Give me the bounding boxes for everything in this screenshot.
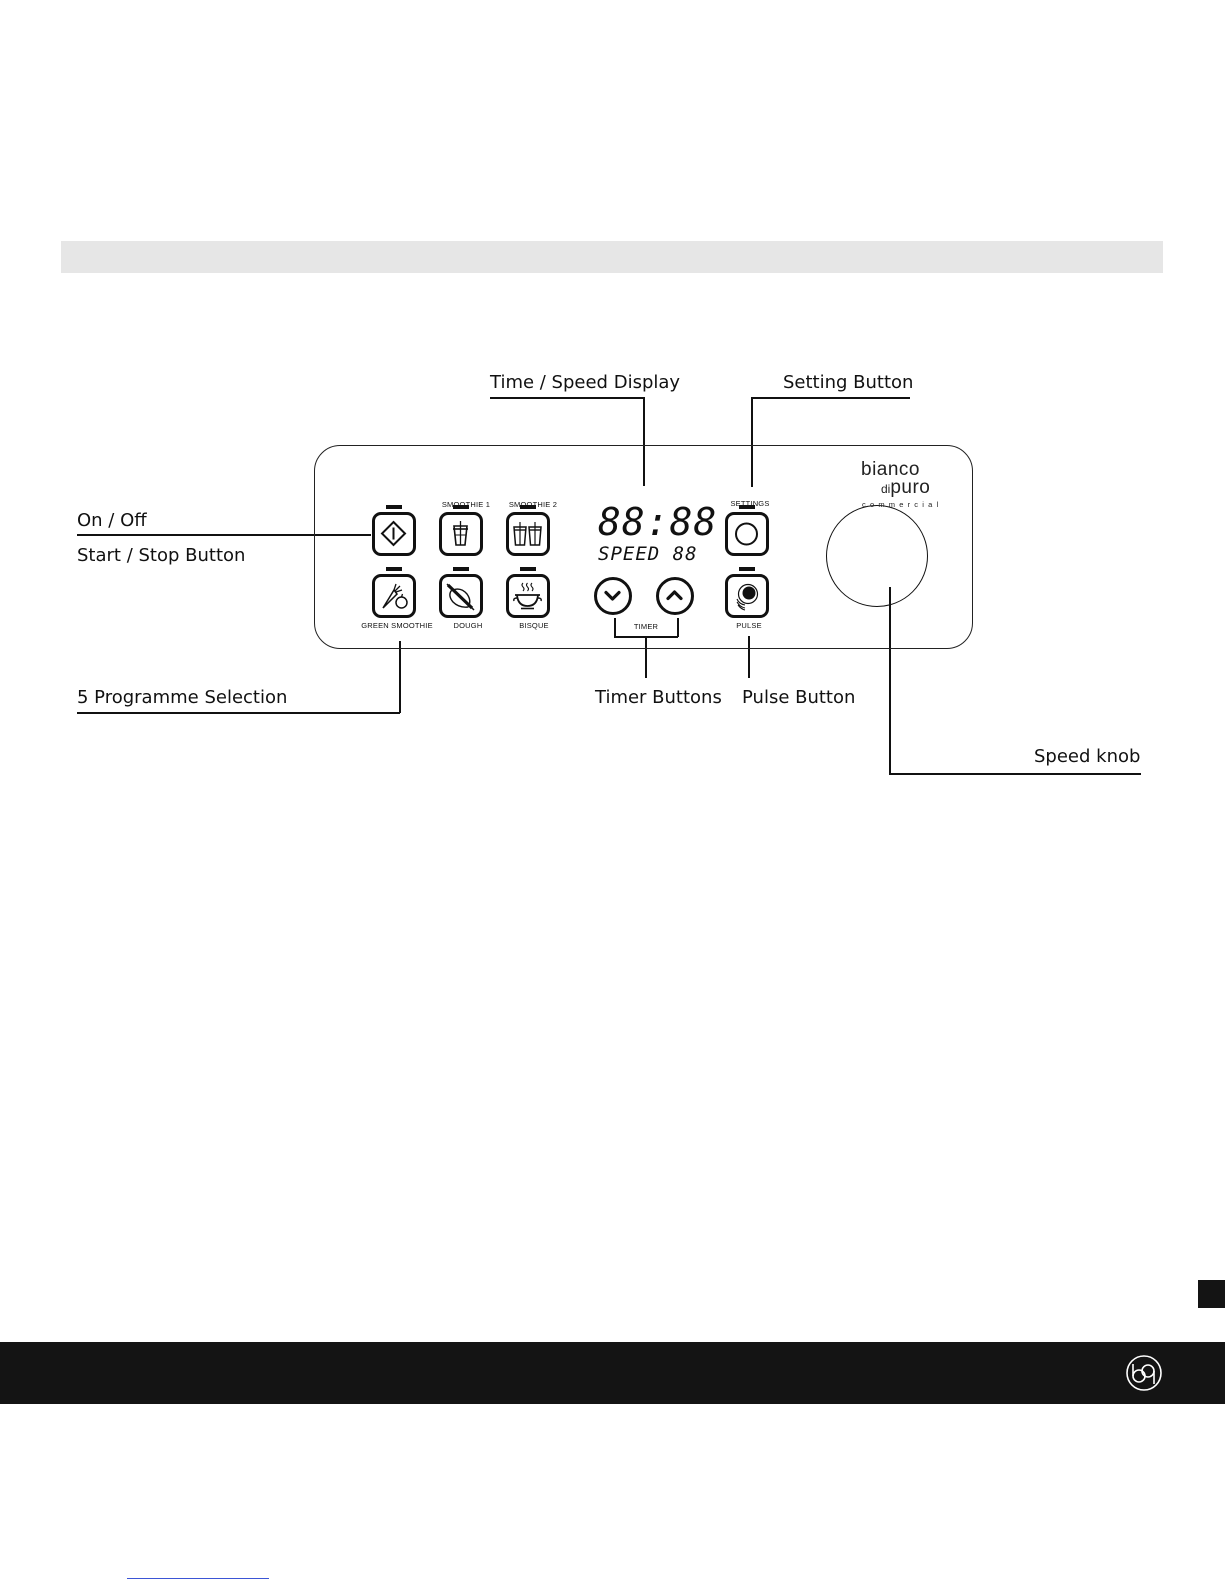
green-smoothie-led — [386, 567, 402, 571]
timer-down-button[interactable] — [594, 577, 632, 615]
brand-line-3: commercial — [862, 500, 942, 509]
two-cups-icon — [509, 515, 546, 552]
leader-programme-h — [77, 712, 400, 714]
callout-programme-selection: 5 Programme Selection — [77, 687, 287, 709]
bdp-logo-icon — [1125, 1354, 1163, 1392]
label-pulse: PULSE — [726, 621, 772, 630]
dough-led — [453, 567, 469, 571]
bottom-link-underline — [127, 1578, 269, 1579]
speed-display: SPEED 88 — [598, 543, 698, 565]
leader-knob-h — [889, 773, 1141, 775]
smoothie-2-led — [520, 505, 536, 509]
rolling-pin-icon — [442, 577, 479, 614]
callout-pulse-button: Pulse Button — [742, 687, 855, 709]
smoothie-2-button[interactable] — [506, 512, 550, 556]
section-header-band — [61, 241, 1163, 273]
leader-programme-v — [399, 641, 401, 713]
speed-knob[interactable] — [826, 505, 928, 607]
callout-timer-buttons: Timer Buttons — [595, 687, 722, 709]
label-bisque: BISQUE — [509, 621, 559, 630]
callout-on-off: On / Off — [77, 510, 147, 532]
smoothie-1-button[interactable] — [439, 512, 483, 556]
footer-bar — [0, 1342, 1225, 1404]
chevron-up-icon — [659, 580, 690, 611]
time-display: 88:88 — [598, 500, 717, 544]
callout-time-speed-display: Time / Speed Display — [490, 372, 680, 394]
leader-display-h — [490, 397, 644, 399]
label-green-smoothie: GREEN SMOOTHIE — [355, 621, 439, 630]
label-dough: DOUGH — [443, 621, 493, 630]
callout-speed-knob: Speed knob — [1034, 746, 1140, 768]
leader-setting-h — [751, 397, 910, 399]
settings-button[interactable] — [725, 512, 769, 556]
brand-puro: puro — [890, 477, 930, 498]
bisque-button[interactable] — [506, 574, 550, 618]
callout-setting-button: Setting Button — [783, 372, 913, 394]
chevron-down-icon — [597, 580, 628, 611]
pulse-button[interactable] — [725, 574, 769, 618]
brand-line-2: dipuro — [881, 477, 930, 499]
dough-button[interactable] — [439, 574, 483, 618]
pulse-icon — [728, 577, 765, 614]
power-button[interactable] — [372, 512, 416, 556]
pulse-led — [739, 567, 755, 571]
cup-icon — [442, 515, 479, 552]
smoothie-1-led — [453, 505, 469, 509]
bisque-led — [520, 567, 536, 571]
carrot-apple-icon — [375, 577, 412, 614]
callout-start-stop-button: Start / Stop Button — [77, 545, 245, 567]
page-side-tab — [1198, 1280, 1225, 1308]
power-icon — [375, 515, 412, 552]
power-led — [386, 505, 402, 509]
timer-up-button[interactable] — [656, 577, 694, 615]
soup-bowl-icon — [509, 577, 546, 614]
brand-di: di — [881, 482, 890, 496]
green-smoothie-button[interactable] — [372, 574, 416, 618]
settings-led — [739, 505, 755, 509]
label-timer: TIMER — [624, 622, 668, 631]
circle-icon — [728, 515, 765, 552]
